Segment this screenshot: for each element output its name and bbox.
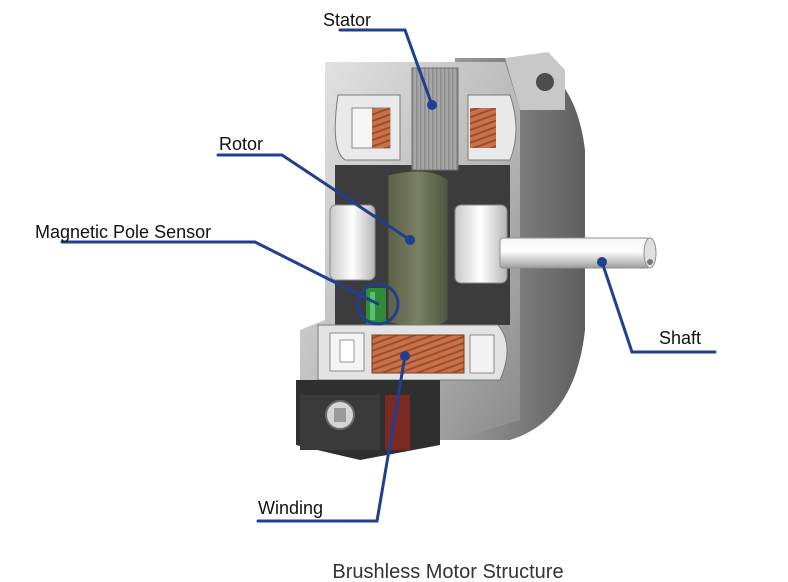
- stator: [334, 67, 517, 171]
- rotor-label: Rotor: [219, 134, 263, 154]
- winding-leader: [256, 354, 407, 523]
- leader-dots: [400, 100, 607, 361]
- leader-lines: [60, 28, 717, 523]
- shaft: [499, 237, 657, 269]
- diagram-caption: Brushless Motor Structure: [332, 561, 563, 582]
- magnetic-pole-sensor-leader: [60, 240, 380, 306]
- winding: [317, 324, 508, 381]
- shaft-label: Shaft: [659, 328, 701, 348]
- magnetic-pole-sensor-label: Magnetic Pole Sensor: [35, 222, 211, 242]
- stator-label: Stator: [323, 10, 371, 30]
- winding-label: Winding: [258, 498, 323, 518]
- magnetic-pole-sensor: [366, 288, 386, 324]
- shaft-leader: [600, 260, 717, 354]
- rotor-leader: [216, 153, 412, 242]
- rotor-assembly: [329, 170, 657, 329]
- stator-leader: [338, 28, 434, 107]
- sensor-highlight-circle: [356, 282, 400, 326]
- connector: [296, 380, 440, 460]
